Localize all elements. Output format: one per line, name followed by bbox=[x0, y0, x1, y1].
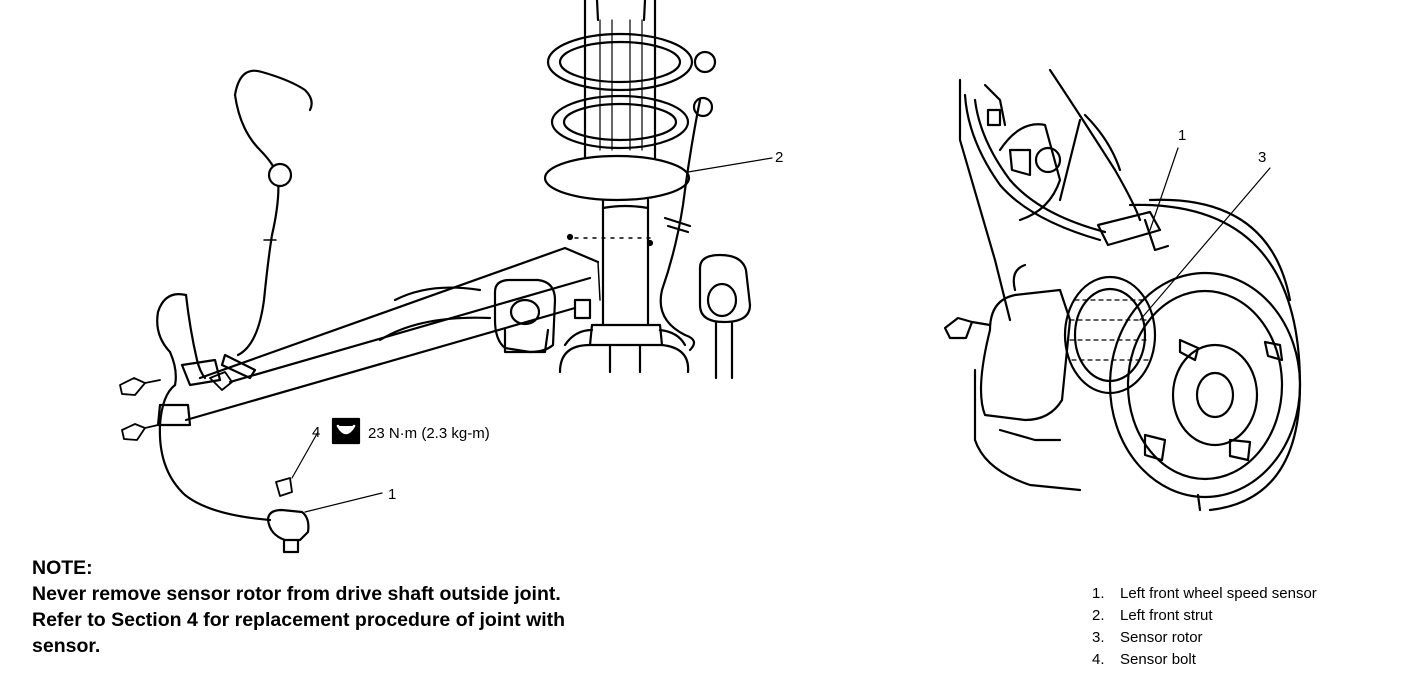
note-block: NOTE: Never remove sensor rotor from dri… bbox=[32, 555, 752, 659]
legend-item: 4. Sensor bolt bbox=[1092, 649, 1317, 671]
tie-rod-end bbox=[698, 253, 752, 380]
note-line: Never remove sensor rotor from drive sha… bbox=[32, 583, 561, 605]
wheel-speed-sensor bbox=[266, 508, 310, 554]
legend-label: Sensor rotor bbox=[1120, 629, 1203, 646]
right-hub-assembly-illustration bbox=[943, 68, 1302, 512]
callout-4-label: 4 bbox=[312, 424, 320, 441]
hub-wheel-speed-sensor bbox=[1096, 210, 1170, 252]
callout-leaders bbox=[291, 157, 773, 513]
torque-wrench-icon bbox=[331, 417, 361, 445]
bolts bbox=[119, 371, 293, 497]
brake-disc bbox=[1108, 198, 1302, 512]
callout-2-label: 2 bbox=[775, 149, 783, 166]
torque-spec: 23 N·m (2.3 kg-m) bbox=[368, 425, 490, 442]
upper-knuckle bbox=[958, 68, 1142, 322]
brake-caliper bbox=[943, 263, 1082, 492]
coil-spring bbox=[546, 0, 694, 162]
note-line: Refer to Section 4 for replacement proce… bbox=[32, 609, 566, 631]
note-heading: NOTE: bbox=[32, 557, 93, 579]
steering-knuckle bbox=[493, 278, 592, 354]
legend-number: 4. bbox=[1092, 651, 1105, 668]
legend-item: 2. Left front strut bbox=[1092, 605, 1317, 627]
callout-3-label-right: 3 bbox=[1258, 149, 1266, 166]
callout-leaders-right bbox=[1139, 147, 1271, 321]
callout-1-label-right: 1 bbox=[1178, 127, 1186, 144]
legend-label: Sensor bolt bbox=[1120, 651, 1196, 668]
callout-1-label: 1 bbox=[388, 486, 396, 503]
parts-legend: 1. Left front wheel speed sensor 2. Left f… bbox=[1092, 583, 1317, 671]
sensor-wire-hub bbox=[963, 93, 1107, 242]
legend-number: 2. bbox=[1092, 607, 1105, 624]
sensor-rotor bbox=[1063, 275, 1157, 395]
drive-shaft bbox=[184, 233, 654, 422]
strut-body bbox=[543, 154, 691, 374]
legend-number: 1. bbox=[1092, 585, 1105, 602]
legend-number: 3. bbox=[1092, 629, 1105, 646]
legend-label: Left front strut bbox=[1120, 607, 1213, 624]
note-line: sensor. bbox=[32, 635, 101, 657]
legend-item: 1. Left front wheel speed sensor bbox=[1092, 583, 1317, 605]
legend-item: 3. Sensor rotor bbox=[1092, 627, 1317, 649]
sensor-wire-strut bbox=[659, 50, 717, 352]
wheel-hub bbox=[1143, 338, 1284, 512]
left-strut-assembly-illustration bbox=[119, 0, 773, 554]
sensor-harness bbox=[156, 69, 313, 522]
legend-label: Left front wheel speed sensor bbox=[1120, 585, 1317, 602]
